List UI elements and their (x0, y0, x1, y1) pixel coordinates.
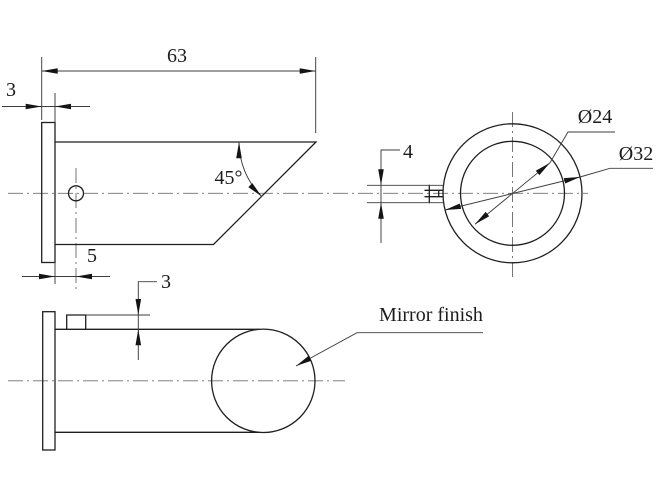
dim-text-5: 5 (87, 245, 97, 267)
dim-text-3-key: 3 (161, 271, 171, 293)
dimension-63: 63 (41, 45, 317, 133)
dim-text-4: 4 (403, 141, 413, 163)
outer-circle (442, 123, 583, 264)
leader-mirror-finish (295, 332, 483, 367)
arrowhead-4-top (378, 169, 384, 186)
arrowhead-3-key-top (135, 299, 142, 315)
arrowhead-45-bottom (248, 183, 262, 197)
arrowhead-5-left (39, 273, 55, 280)
flange-outline (41, 121, 56, 264)
body-edges-bottom (54, 328, 260, 433)
dimension-3-key: 3 (135, 271, 171, 360)
leader-d32 (444, 167, 653, 211)
side-view (41, 121, 318, 264)
dimension-4: 4 (378, 141, 413, 243)
hole-circle (67, 185, 85, 202)
centerlines (8, 112, 588, 382)
arrowhead-5-right (76, 273, 92, 280)
dim-line-4 (380, 149, 400, 243)
bottom-view (42, 311, 316, 451)
front-view (367, 123, 583, 264)
key-tab-outline (66, 314, 87, 330)
body-outline-with-chamfer (54, 141, 318, 246)
dimension-d32: Ø32 (444, 143, 653, 211)
arrowhead-45-top (236, 142, 242, 159)
inner-circle (459, 140, 566, 246)
note-text-mirror-finish: Mirror finish (379, 304, 483, 326)
dimension-d24: Ø24 (474, 106, 615, 225)
dim-line-3-key (137, 281, 157, 360)
arrowhead-3-key-bottom (135, 329, 142, 346)
dim-text-45: 45° (215, 167, 243, 189)
arrowhead-d24-lower (475, 211, 490, 225)
dim-text-63: 63 (167, 45, 187, 67)
arrowhead-d24-upper (535, 162, 550, 176)
mirror-face-circle (210, 328, 316, 434)
arrowhead-d32-lower (445, 203, 462, 210)
dim-text-d32: Ø32 (619, 143, 653, 165)
dimension-45-degrees: 45° (215, 141, 262, 197)
arrowhead-63-left (41, 68, 58, 74)
arrowhead-mirror-finish (296, 355, 312, 366)
key-slot-lines (424, 189, 444, 198)
arrowhead-3-flange-left (25, 103, 42, 110)
dim-text-3-flange: 3 (6, 79, 16, 101)
key-top-bottom-lines (367, 184, 444, 204)
dim-text-d24: Ø24 (578, 106, 612, 128)
mirror-finish-note: Mirror finish (295, 304, 483, 367)
dimension-3-flange: 3 (2, 79, 90, 123)
arrowhead-d32-upper (563, 177, 580, 184)
flange-outline-bottom (42, 311, 56, 451)
arrowhead-3-flange-right (55, 103, 71, 110)
leader-d24 (474, 131, 615, 225)
arrowhead-4-bottom (378, 202, 384, 219)
dimension-5: 5 (22, 245, 110, 284)
arrowhead-63-right (299, 68, 316, 74)
